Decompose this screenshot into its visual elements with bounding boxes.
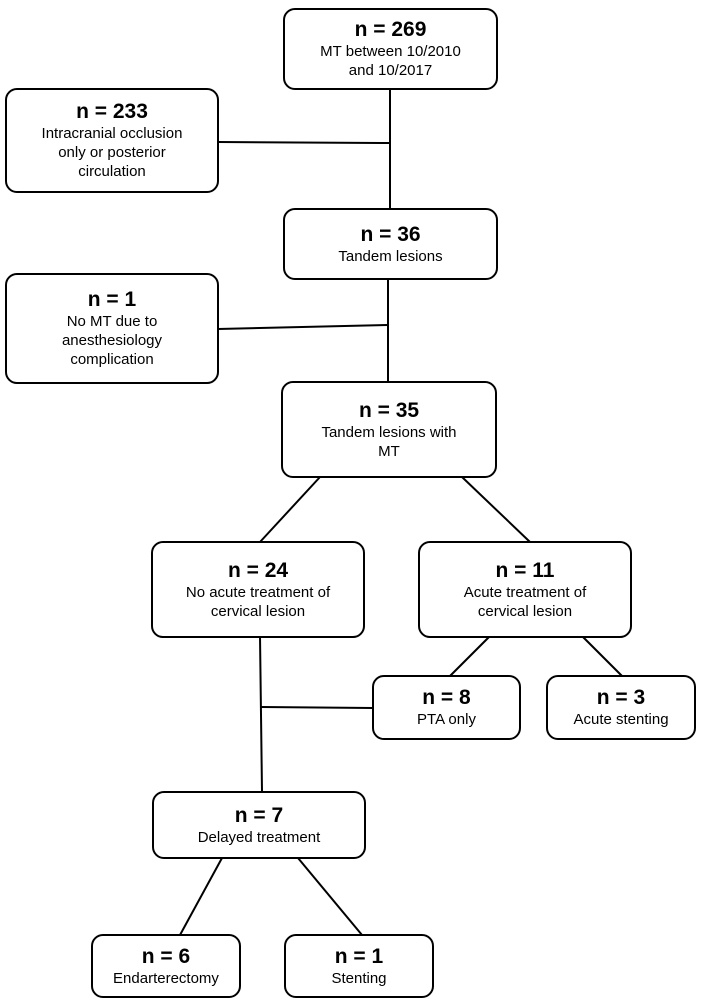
node-acute: n = 11 Acute treatment of cervical lesio… bbox=[418, 541, 632, 638]
node-excluded-line-3: circulation bbox=[78, 163, 146, 180]
node-withmt-line-1: Tandem lesions with bbox=[321, 423, 457, 441]
node-tandem-count: n = 36 bbox=[360, 222, 421, 246]
connector-acute-to-pta bbox=[449, 635, 491, 677]
node-total-line-2: and 10/2017 bbox=[348, 62, 433, 79]
node-nomt-line-1: No MT due to bbox=[66, 313, 158, 330]
connector-excluded-branch bbox=[217, 141, 391, 144]
node-pta-count: n = 8 bbox=[422, 686, 471, 709]
node-noacute: n = 24 No acute treatment of cervical le… bbox=[151, 541, 365, 638]
node-delayed-line-1: Delayed treatment bbox=[197, 828, 321, 846]
node-endart-count: n = 6 bbox=[141, 944, 191, 968]
node-endart: n = 6 Endarterectomy bbox=[91, 934, 241, 998]
node-total-count: n = 269 bbox=[354, 18, 427, 41]
node-noacute-line-2: cervical lesion bbox=[210, 602, 306, 620]
node-nomt-count: n = 1 bbox=[87, 288, 137, 311]
connector-noacute-to-delayed bbox=[259, 635, 263, 793]
node-stent: n = 1 Stenting bbox=[284, 934, 434, 998]
node-withmt-line-2: MT bbox=[378, 442, 400, 460]
node-stentacute-line-1: Acute stenting bbox=[573, 711, 669, 728]
node-stent-line-1: Stenting bbox=[331, 969, 387, 987]
node-tandem: n = 36 Tandem lesions bbox=[283, 208, 498, 280]
node-delayed-count: n = 7 bbox=[234, 803, 284, 827]
node-nomt-line-2: anesthesiology bbox=[61, 332, 163, 349]
connector-delayed-to-endart bbox=[179, 857, 223, 936]
node-acute-line-2: cervical lesion bbox=[477, 602, 573, 620]
node-withmt-count: n = 35 bbox=[358, 398, 420, 422]
node-excluded-count: n = 233 bbox=[76, 100, 148, 123]
node-pta: n = 8 PTA only bbox=[372, 675, 521, 740]
connector-nomt-branch bbox=[217, 324, 389, 330]
node-delayed: n = 7 Delayed treatment bbox=[152, 791, 366, 859]
node-excluded: n = 233 Intracranial occlusion only or p… bbox=[5, 88, 219, 193]
node-total: n = 269 MT between 10/2010 and 10/2017 bbox=[283, 8, 498, 90]
node-noacute-count: n = 24 bbox=[227, 558, 289, 582]
node-stentacute: n = 3 Acute stenting bbox=[546, 675, 696, 740]
node-acute-line-1: Acute treatment of bbox=[463, 583, 587, 601]
node-nomt-line-3: complication bbox=[70, 351, 154, 368]
node-noacute-line-1: No acute treatment of bbox=[185, 583, 331, 601]
node-excluded-line-1: Intracranial occlusion bbox=[41, 125, 183, 142]
node-tandem-line-1: Tandem lesions bbox=[338, 247, 443, 265]
connector-withmt-to-acute bbox=[461, 476, 531, 543]
node-withmt: n = 35 Tandem lesions with MT bbox=[281, 381, 497, 478]
node-stentacute-count: n = 3 bbox=[596, 686, 646, 709]
connector-acute-to-stentacute bbox=[581, 635, 623, 677]
connector-withmt-to-noacute bbox=[259, 476, 321, 543]
connector-pta-branch bbox=[260, 706, 374, 709]
node-acute-count: n = 11 bbox=[495, 558, 555, 582]
node-total-line-1: MT between 10/2010 bbox=[320, 43, 461, 60]
node-endart-line-1: Endarterectomy bbox=[113, 969, 219, 987]
node-nomt: n = 1 No MT due to anesthesiology compli… bbox=[5, 273, 219, 384]
node-excluded-line-2: only or posterior bbox=[58, 144, 166, 161]
node-stent-count: n = 1 bbox=[334, 944, 384, 968]
connector-delayed-to-stent bbox=[297, 857, 363, 936]
node-pta-line-1: PTA only bbox=[417, 711, 476, 728]
